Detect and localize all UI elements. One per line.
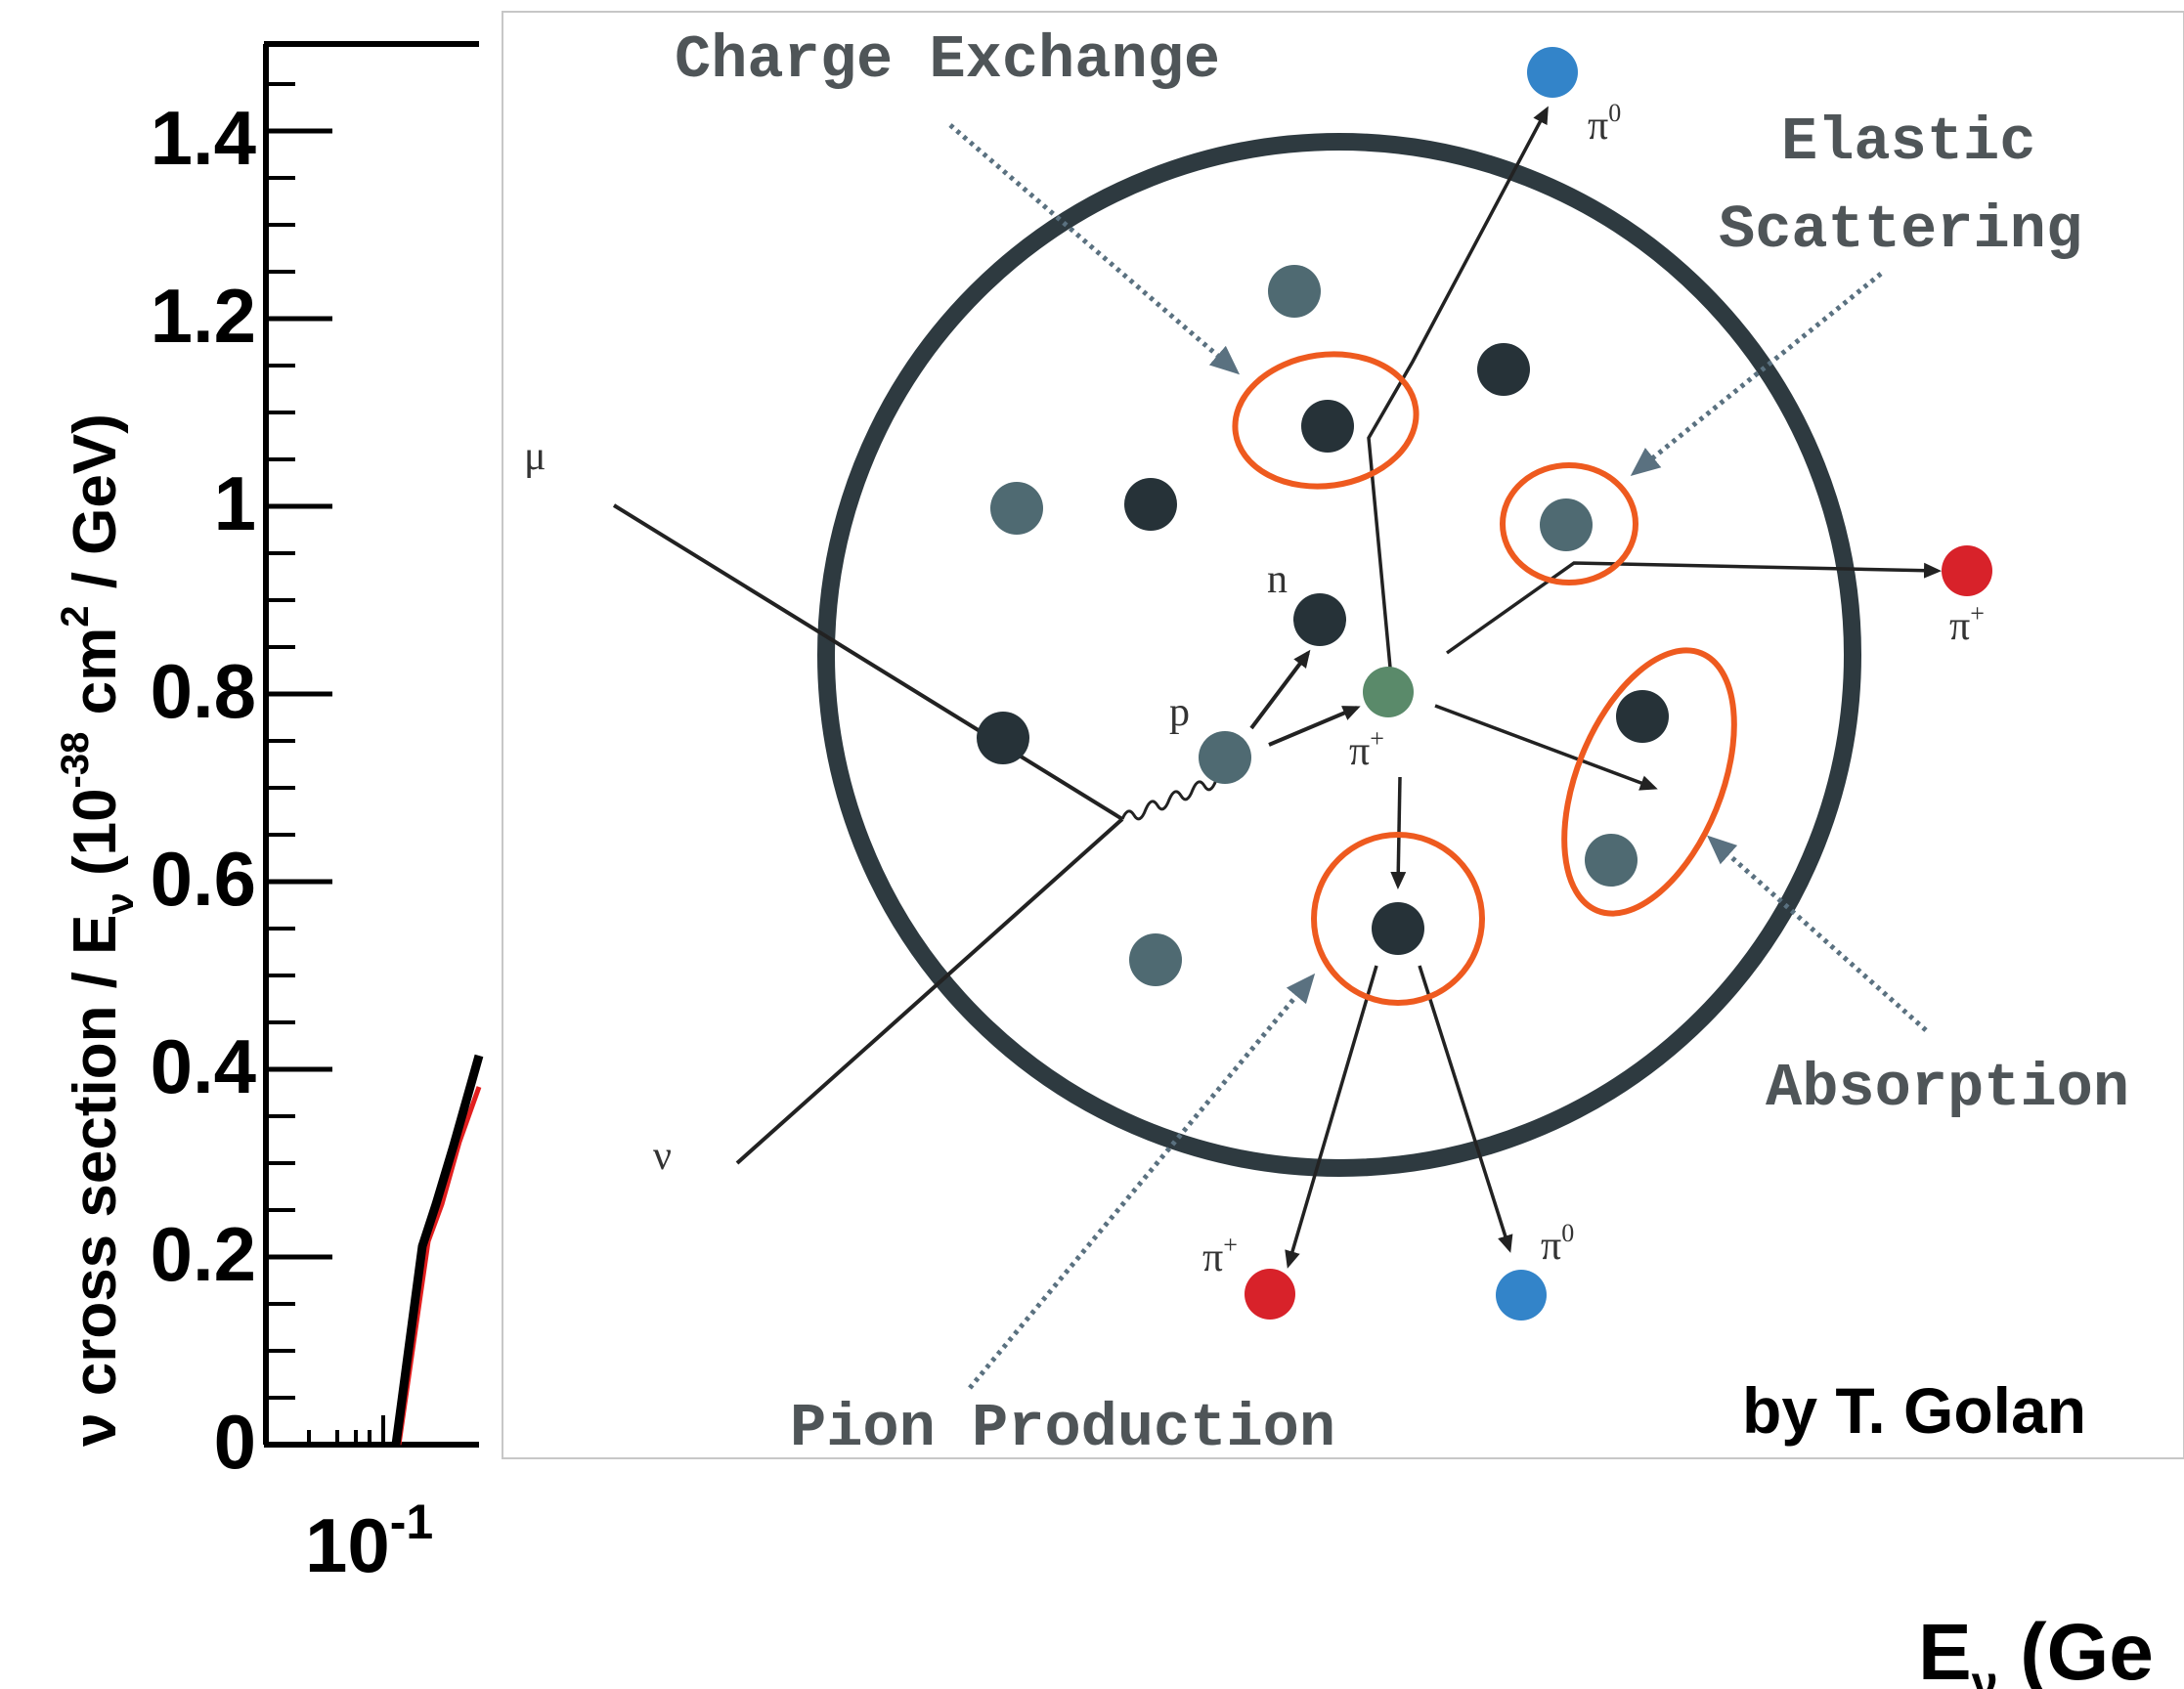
label-n: n — [1267, 557, 1288, 602]
credit-text: by T. Golan — [1742, 1374, 2086, 1447]
fsi-diagram: μ ν n p π+ π0 π+ π+ π0 Charge Exchange E… — [502, 11, 2184, 1463]
x-tick-exponent: -1 — [390, 1494, 433, 1549]
ellipse-charge-exchange — [1232, 351, 1420, 490]
muon-track — [612, 503, 1124, 821]
diagram-panel — [502, 11, 2184, 1459]
y-tick-label: 0 — [214, 1399, 256, 1485]
y-tick-label: 1 — [214, 460, 256, 546]
label-nu: ν — [653, 1134, 672, 1179]
label-pi-zero-top: π0 — [1588, 99, 1621, 149]
neutron-dot — [1477, 343, 1530, 396]
label-p: p — [1169, 690, 1190, 735]
dotted-arrow-pion-production — [968, 973, 1316, 1390]
cross-section-curve-red — [396, 1086, 482, 1446]
y-tick-label: 1.4 — [151, 95, 256, 181]
neutron-dot — [1293, 593, 1346, 646]
label-elastic: Elastic — [1781, 108, 2035, 177]
nucleus-ring — [817, 133, 1861, 1177]
neutron-dot — [1372, 902, 1424, 955]
track-out-pi-zero — [1418, 965, 1513, 1253]
nucleons — [977, 265, 1669, 986]
neutrino-track — [735, 817, 1124, 1165]
dotted-arrow-absorption — [1707, 835, 1928, 1032]
track-elastic — [1445, 561, 1942, 655]
label-pi-plus-center: π+ — [1349, 724, 1384, 774]
cross-section-plot: 0 0.2 0.4 0.6 0.8 1 1.2 1.4 10-1 ν cross… — [54, 41, 2154, 1689]
proton-dot — [1540, 498, 1593, 551]
arrow-p-to-n — [1249, 649, 1311, 730]
plot-x-label: Eν (Ge — [1918, 1608, 2154, 1689]
neutron-dot — [1616, 690, 1669, 743]
y-tick-label: 0.4 — [151, 1023, 256, 1109]
proton-dot — [1585, 834, 1638, 887]
track-out-pi-plus — [1285, 965, 1378, 1269]
label-charge-exchange: Charge Exchange — [675, 25, 1220, 95]
proton-dot — [1268, 265, 1321, 318]
neutron-dot — [1301, 400, 1354, 453]
dotted-arrow-charge-exchange — [948, 123, 1241, 375]
proton-dot — [1199, 731, 1251, 784]
label-absorption: Absorption — [1766, 1054, 2129, 1123]
boson-line — [1120, 779, 1218, 821]
y-tick-label: 0.2 — [151, 1211, 256, 1297]
x-tick-marks — [307, 1415, 385, 1445]
pi-plus-dot — [1245, 1269, 1295, 1320]
track-charge-exchange — [1367, 106, 1549, 669]
ellipse-pion-production — [1311, 832, 1485, 1006]
track-absorption — [1434, 704, 1658, 791]
label-pi-plus-bottom: π+ — [1202, 1231, 1238, 1280]
y-tick-label: 1.2 — [151, 273, 256, 359]
x-tick-label: 10-1 — [305, 1494, 433, 1588]
pi-plus-dot — [1942, 545, 1992, 596]
neutron-dot — [977, 712, 1029, 764]
pion-plus-center-dot — [1363, 667, 1414, 717]
label-mu: μ — [524, 434, 546, 479]
ellipse-elastic — [1500, 462, 1638, 585]
y-tick-label: 0.6 — [151, 836, 256, 922]
cross-section-curve-black — [391, 1054, 484, 1446]
track-pion-production — [1390, 776, 1407, 889]
neutron-dot — [1124, 478, 1177, 531]
pi-zero-dot — [1496, 1270, 1547, 1321]
proton-dot — [990, 482, 1043, 535]
pi-zero-dot — [1527, 47, 1578, 98]
label-pion-production: Pion Production — [790, 1394, 1335, 1463]
y-tick-label: 0.8 — [151, 648, 256, 734]
y-tick-labels: 0 0.2 0.4 0.6 0.8 1 1.2 1.4 — [151, 95, 256, 1485]
x-tick-base: 10 — [305, 1502, 390, 1588]
proton-dot — [1129, 933, 1182, 986]
ellipse-absorption — [1561, 647, 1737, 917]
label-pi-plus-right: π+ — [1949, 599, 1985, 649]
plot-y-label: ν cross section / Eν (10-38 cm2 / GeV) — [54, 413, 142, 1447]
y-tick-marks — [266, 82, 332, 1448]
arrow-p-to-pi — [1268, 706, 1361, 747]
label-scattering: Scattering — [1719, 195, 2082, 265]
label-pi-zero-bottom: π0 — [1541, 1219, 1574, 1269]
